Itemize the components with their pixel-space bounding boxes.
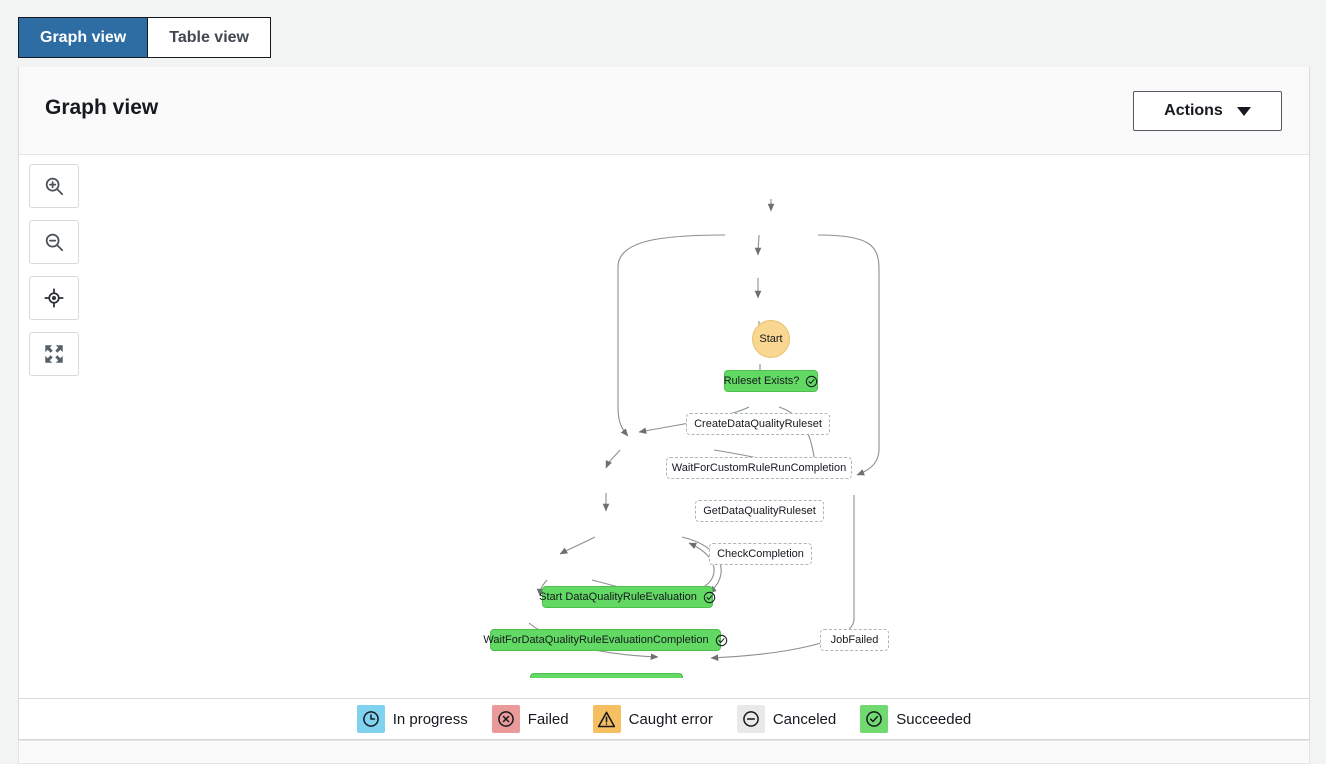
graph-node-label: Start DataQualityRuleEvaluation: [539, 590, 697, 603]
fit-screen-icon: [45, 345, 63, 363]
status-legend: In progress Failed Caught error: [18, 699, 1310, 740]
graph-node-waitforcustomrulerruncompletion[interactable]: WaitForCustomRuleRunCompletion: [666, 457, 852, 479]
footer-strip: [18, 740, 1310, 764]
graph-node-label: Start: [759, 332, 783, 345]
tab-graph-view-label: Graph view: [40, 28, 127, 46]
graph-node-getdataqualityruleset[interactable]: GetDataQualityRuleset: [695, 500, 824, 522]
actions-button-label: Actions: [1164, 102, 1223, 119]
legend-succeeded: Succeeded: [860, 705, 971, 733]
legend-label: Succeeded: [896, 710, 972, 728]
legend-caught-error: Caught error: [592, 705, 713, 733]
legend-label: In progress: [392, 710, 468, 728]
center-focus-icon: [44, 288, 64, 308]
legend-canceled: Canceled: [736, 705, 837, 733]
graph-node-createdataqualityruleset[interactable]: CreateDataQualityRuleset: [686, 413, 830, 435]
clock-icon: [356, 705, 385, 733]
actions-button[interactable]: Actions: [1133, 91, 1282, 131]
graph-node-label: CheckCompletion: [717, 547, 804, 560]
center-focus-button[interactable]: [29, 276, 79, 320]
graph-node-checkcompletion[interactable]: CheckCompletion: [709, 543, 812, 565]
view-tabs: Graph view Table view: [18, 17, 271, 58]
graph-node-waitfordataqualityruleevaluationcompletion[interactable]: WaitForDataQualityRuleEvaluationCompleti…: [483, 629, 727, 651]
tab-table-view[interactable]: Table view: [148, 17, 271, 58]
graph-view-card: Graph view Actions: [18, 67, 1310, 699]
legend-in-progress: In progress: [356, 705, 468, 733]
tab-table-view-label: Table view: [169, 28, 249, 46]
graph-node-label: WaitForDataQualityRuleEvaluationCompleti…: [483, 633, 709, 646]
legend-failed: Failed: [491, 705, 569, 733]
zoom-in-icon: [45, 177, 64, 196]
legend-label: Canceled: [772, 710, 837, 728]
zoom-toolbar: [29, 164, 79, 376]
graph-node-label: WaitForCustomRuleRunCompletion: [671, 461, 847, 474]
zoom-out-icon: [45, 233, 64, 252]
graph-node-start[interactable]: Start: [752, 320, 790, 358]
graph-node-jobfailed[interactable]: JobFailed: [820, 629, 889, 651]
fit-to-screen-button[interactable]: [29, 332, 79, 376]
graph-node-get-dq-rule-evaluation-state[interactable]: Get DQ Rule Evaluation State: [530, 673, 683, 678]
graph-node-label: CreateDataQualityRuleset: [694, 417, 822, 430]
legend-label: Caught error: [628, 710, 713, 728]
check-circle-icon: [805, 375, 818, 388]
graph-node-label: JobFailed: [830, 633, 879, 646]
graph-node-ruleset-exists[interactable]: Ruleset Exists?: [724, 370, 818, 392]
zoom-in-button[interactable]: [29, 164, 79, 208]
card-header: Graph view Actions: [19, 67, 1309, 155]
chevron-down-icon: [1236, 106, 1251, 116]
check-circle-icon: [676, 678, 689, 679]
minus-circle-icon: [736, 705, 765, 733]
graph-canvas[interactable]: Start Ruleset Exists? CreateDataQualityR…: [19, 155, 1309, 678]
check-circle-icon: [715, 634, 728, 647]
tab-graph-view[interactable]: Graph view: [18, 17, 149, 58]
legend-label: Failed: [527, 710, 569, 728]
graph-node-label: Ruleset Exists?: [723, 374, 800, 387]
warning-icon: [592, 705, 621, 733]
page-title: Graph view: [45, 96, 159, 119]
check-circle-icon: [860, 705, 889, 733]
check-circle-icon: [703, 591, 716, 604]
graph-node-label: GetDataQualityRuleset: [703, 504, 816, 517]
graph-node-start-dataqualityruleevaluation[interactable]: Start DataQualityRuleEvaluation: [539, 586, 716, 608]
x-circle-icon: [491, 705, 520, 733]
zoom-out-button[interactable]: [29, 220, 79, 264]
